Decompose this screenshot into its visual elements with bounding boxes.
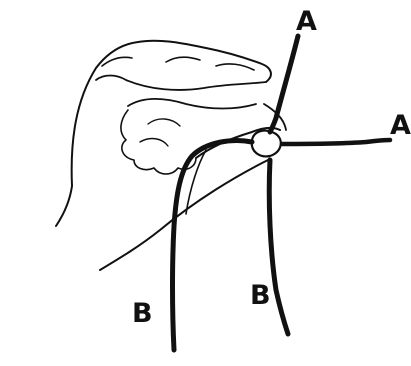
finger-curl-middle	[128, 99, 256, 109]
hand-knuckles-outline	[72, 41, 271, 186]
label-strand-a-right: A	[390, 110, 411, 141]
wrist-left-line	[56, 186, 72, 226]
hand-drawing	[56, 41, 286, 270]
knuckle-crease-3	[216, 64, 254, 70]
strands	[173, 36, 391, 350]
strand-b-right	[269, 160, 288, 334]
finger-inner-fold	[148, 119, 180, 126]
label-strand-a-top: A	[296, 6, 317, 37]
label-strand-b-right: B	[250, 280, 271, 311]
thumb-nail	[252, 131, 281, 157]
strand-b-left	[173, 141, 253, 350]
knuckle-crease-2	[166, 57, 200, 62]
label-strand-b-left: B	[132, 298, 153, 329]
knuckle-crease-1	[102, 57, 132, 66]
strand-a-horizontal	[282, 140, 390, 144]
finger-inner-fold-2	[140, 139, 168, 146]
strand-a-vertical-upper	[270, 36, 298, 132]
finger-curl-upper	[96, 76, 266, 90]
